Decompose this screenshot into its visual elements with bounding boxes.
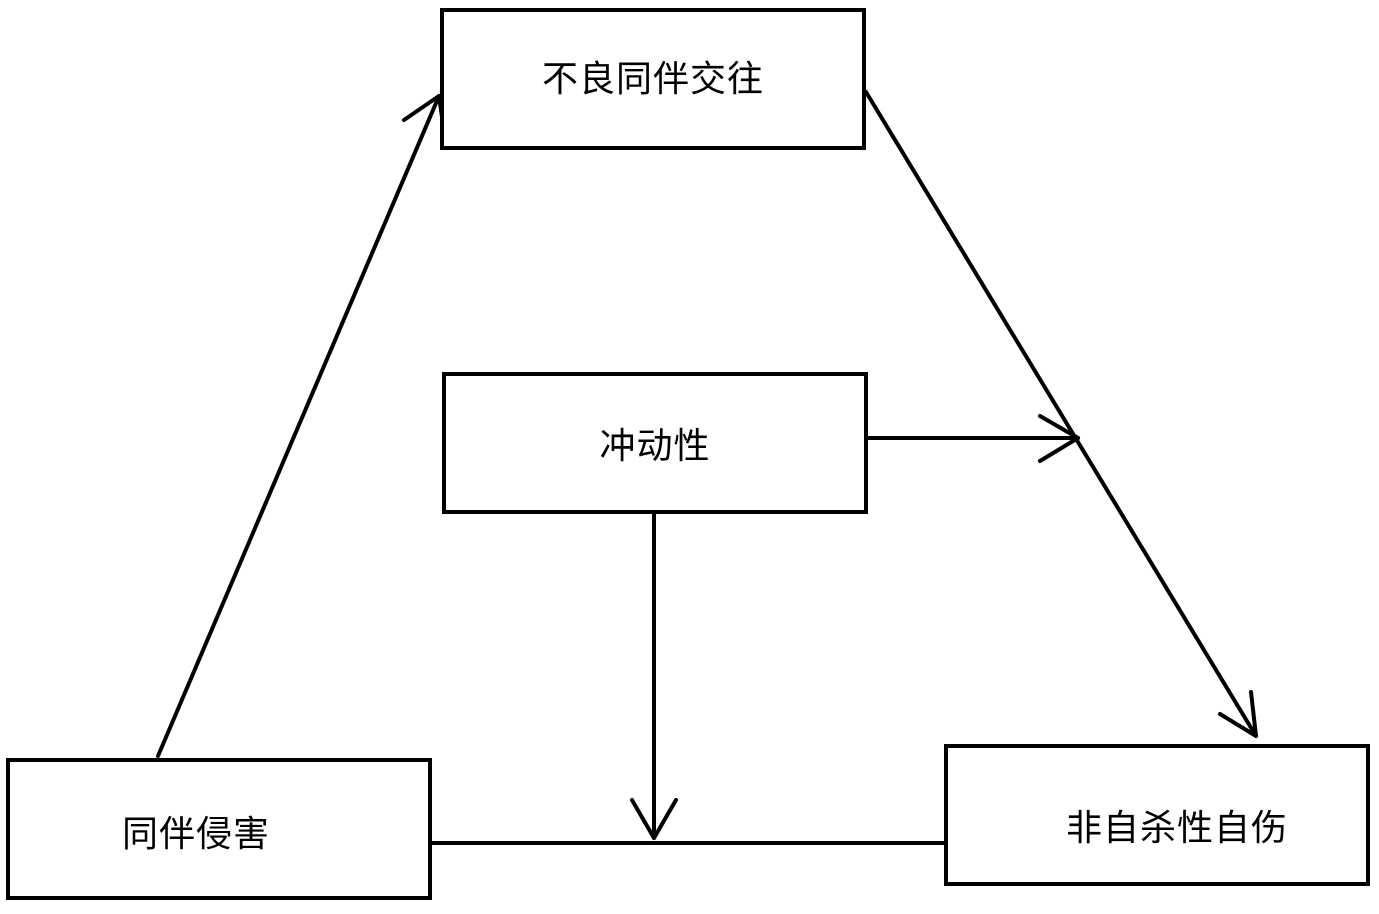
node-nssi: 非自杀性自伤 (944, 744, 1370, 886)
node-peer-victimization-label: 同伴侵害 (122, 814, 271, 855)
node-impulsivity: 冲动性 (442, 372, 868, 514)
node-impulsivity-label: 冲动性 (599, 426, 711, 467)
node-poor-peer-association-label: 不良同伴交往 (541, 59, 764, 100)
edge-victimization-to-poor-association (156, 94, 441, 758)
arrowhead-moderation-down (630, 798, 678, 840)
edge-poor-association-to-nssi (864, 90, 1258, 738)
arrowhead-nssi (1218, 690, 1258, 738)
node-poor-peer-association: 不良同伴交往 (440, 8, 866, 150)
arrowhead-moderation-right (1038, 414, 1080, 463)
node-peer-victimization: 同伴侵害 (6, 758, 432, 900)
node-nssi-label: 非自杀性自伤 (1066, 808, 1289, 849)
